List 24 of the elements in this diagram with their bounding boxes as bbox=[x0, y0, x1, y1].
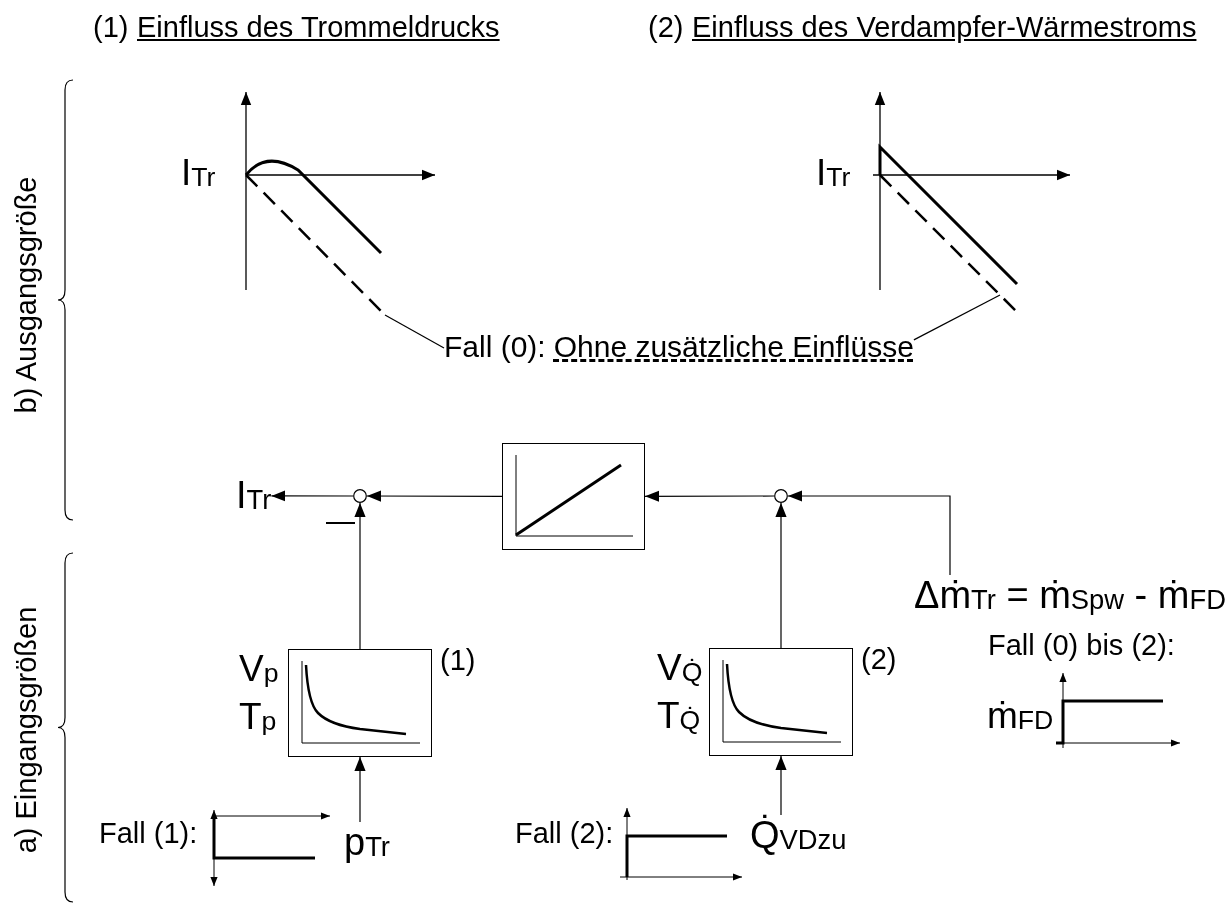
minus-sign: — bbox=[326, 506, 355, 538]
section-label: b) Ausgangsgröße bbox=[11, 176, 43, 414]
arrow bbox=[787, 490, 951, 576]
arrow bbox=[366, 490, 503, 502]
leader-line bbox=[384, 314, 445, 349]
arrow bbox=[775, 502, 787, 649]
case-label: Fall (2): bbox=[515, 818, 614, 850]
heading: Einfluss des Trommeldrucks bbox=[137, 12, 500, 44]
arrow bbox=[354, 756, 366, 823]
case-description: Ohne zusätzliche Einflüsse bbox=[553, 330, 914, 363]
heading: Einfluss des Verdampfer-Wärmestroms bbox=[692, 12, 1197, 44]
heading-number: (1) bbox=[93, 12, 129, 44]
leader-line bbox=[913, 294, 1001, 341]
arrow bbox=[775, 755, 787, 816]
section-label: a) Eingangsgrößen bbox=[11, 606, 43, 854]
arrow bbox=[270, 490, 354, 502]
arrow bbox=[354, 502, 366, 650]
arrow bbox=[644, 490, 775, 502]
heading-number: (2) bbox=[648, 12, 684, 44]
case-label: Fall (0): bbox=[444, 330, 546, 363]
block-number: (1) bbox=[440, 645, 476, 677]
case-label: Fall (0) bis (2): bbox=[988, 630, 1175, 662]
block-number: (2) bbox=[861, 644, 897, 676]
case-label: Fall (1): bbox=[99, 818, 198, 850]
